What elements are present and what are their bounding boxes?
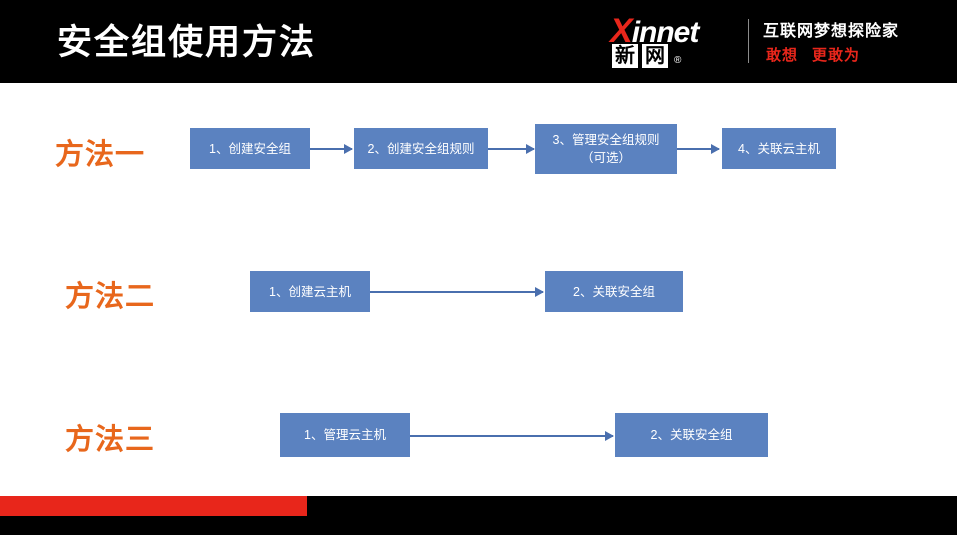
method1-step3-line2: （可选） <box>580 151 631 165</box>
logo-wordmark: Xinnet <box>610 12 700 51</box>
method3-step1-box[interactable]: 1、管理云主机 <box>280 413 410 457</box>
brand-logo: Xinnet 新 网 ® 互联网梦想探险家 敢想更敢为 <box>610 10 941 72</box>
method3-arrow-1 <box>410 431 614 441</box>
page-title: 安全组使用方法 <box>57 23 317 62</box>
method-label-1: 方法一 <box>55 139 146 171</box>
method-label-2: 方法二 <box>65 281 156 313</box>
logo-slogan-line2: 敢想更敢为 <box>766 44 860 65</box>
method2-step1-box[interactable]: 1、创建云主机 <box>250 271 370 312</box>
method1-step3-line1: 3、管理安全组规则 <box>552 133 660 147</box>
slide-header: 安全组使用方法 Xinnet 新 网 ® 互联网梦想探险家 敢想更敢为 <box>0 0 957 83</box>
slide-footer <box>0 496 957 535</box>
logo-x-glyph: X <box>610 12 633 50</box>
footer-accent-bar <box>0 496 307 516</box>
logo-chinese-name: 新 网 ® <box>612 44 681 68</box>
method1-step4-box[interactable]: 4、关联云主机 <box>722 128 836 169</box>
method1-step3-box[interactable]: 3、管理安全组规则 （可选） <box>535 124 677 174</box>
logo-cn-char-1: 新 <box>612 44 638 68</box>
method2-arrow-1 <box>370 287 544 297</box>
method1-step1-box[interactable]: 1、创建安全组 <box>190 128 310 169</box>
method1-step2-box[interactable]: 2、创建安全组规则 <box>354 128 488 169</box>
registered-mark-icon: ® <box>674 55 682 66</box>
logo-cn-char-2: 网 <box>642 44 668 68</box>
method1-arrow-1 <box>310 144 353 154</box>
method1-arrow-2 <box>488 144 535 154</box>
method3-step2-box[interactable]: 2、关联安全组 <box>615 413 768 457</box>
logo-divider <box>748 19 749 63</box>
logo-slogan-part1: 敢想 <box>766 47 799 64</box>
logo-innet-text: innet <box>631 16 700 49</box>
logo-slogan-line1: 互联网梦想探险家 <box>763 23 900 40</box>
method2-step2-box[interactable]: 2、关联安全组 <box>545 271 683 312</box>
method1-arrow-3 <box>677 144 720 154</box>
logo-mark: Xinnet 新 网 ® <box>610 10 746 72</box>
logo-slogan: 互联网梦想探险家 敢想更敢为 <box>763 15 941 67</box>
method-label-3: 方法三 <box>65 424 156 456</box>
diagram-canvas: 方法一 1、创建安全组 2、创建安全组规则 3、管理安全组规则 （可选） 4、关… <box>0 83 957 496</box>
logo-slogan-part2: 更敢为 <box>812 47 861 64</box>
